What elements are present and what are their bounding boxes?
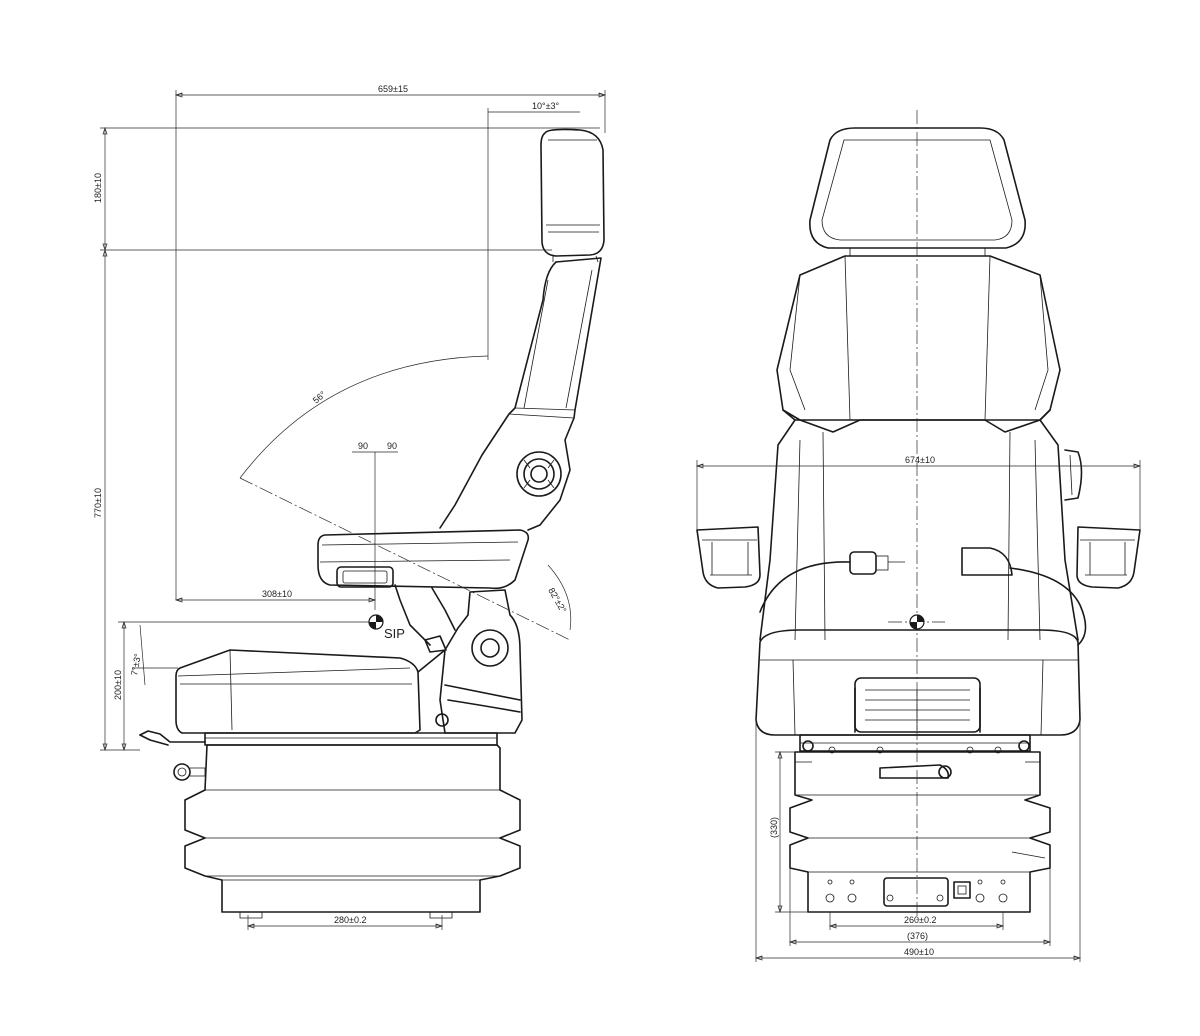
- dim-suspension-height: (330): [769, 817, 779, 838]
- front-backrest: [759, 255, 1079, 641]
- side-pivot-mechanism: [424, 589, 523, 734]
- side-suspension-base: [184, 744, 521, 919]
- side-seat-cushion: [175, 649, 446, 734]
- dim-base-width-side: 280±0.2: [334, 915, 366, 925]
- front-armrest-right: [1076, 526, 1141, 589]
- dim-recline-angle: 56°: [311, 389, 328, 406]
- side-recline-knob: [516, 451, 562, 497]
- dim-base-mount-width: 260±0.2: [904, 915, 936, 925]
- dim-sip-horizontal: 308±10: [262, 589, 292, 599]
- front-slide-assembly: [799, 734, 1031, 754]
- sip-marker: [368, 614, 384, 630]
- dim-backrest-angle: 82°±2°: [546, 586, 568, 615]
- dim-sip-offset-right: 90: [387, 441, 397, 451]
- front-headrest: [809, 127, 1026, 257]
- front-cable: [759, 547, 1087, 646]
- front-view: [696, 110, 1141, 920]
- side-backrest: [439, 257, 602, 531]
- dim-seat-height: 200±10: [113, 670, 123, 700]
- side-slide-rail: [139, 730, 498, 781]
- dim-headrest-height: 180±10: [93, 173, 103, 203]
- dim-backrest-height: 770±10: [93, 488, 103, 518]
- dim-overall-width-front: 490±10: [904, 947, 934, 957]
- side-view: [139, 128, 605, 919]
- front-dimensions: 674±10 (330) 260±0.2 (376) 490±10: [695, 455, 1142, 962]
- front-sip-marker: [909, 614, 925, 630]
- front-seat-cushion: [755, 629, 1081, 736]
- dim-cushion-angle: 7°±3°: [129, 652, 143, 676]
- sip-label: SIP: [384, 626, 405, 641]
- front-recline-knob: [1064, 449, 1083, 501]
- dim-armrest-width: 674±10: [905, 455, 935, 465]
- dim-overall-width-side: 659±15: [378, 84, 408, 94]
- front-armrest-left: [696, 526, 761, 589]
- side-dimensions: 659±15 10°±3° 180±10 770±10 200±10 7°±3°…: [93, 84, 607, 930]
- dim-headrest-angle: 10°±3°: [532, 101, 560, 111]
- side-headrest: [540, 128, 605, 263]
- dim-base-width-front: (376): [907, 931, 928, 941]
- dim-sip-offset-left: 90: [358, 441, 368, 451]
- front-suspension-base: [789, 751, 1051, 913]
- side-armrest: [317, 529, 530, 646]
